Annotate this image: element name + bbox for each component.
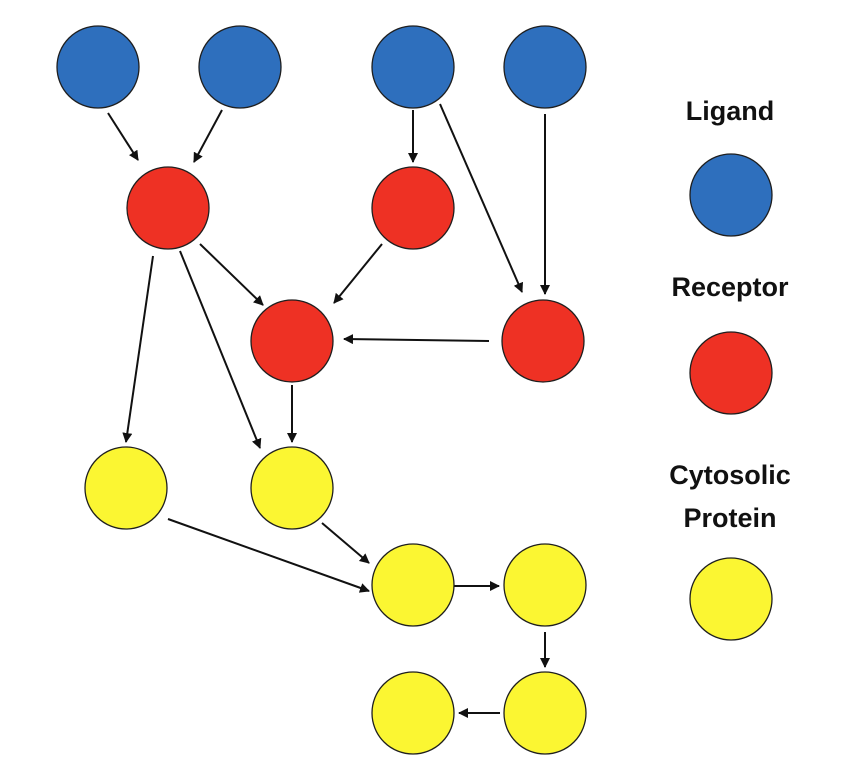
arrow-r1-to-r3: [199, 243, 264, 306]
arrow-r4-to-r3: [343, 334, 490, 345]
nodes-layer: [56, 25, 587, 755]
legend: Ligand Receptor Cytosolic Protein: [669, 96, 791, 641]
legend-ligand-label: Ligand: [686, 96, 775, 126]
legend-cytosolic-label-line2: Protein: [683, 503, 776, 533]
arrow-r2-to-r3: [333, 243, 383, 304]
cytosolic-node-c6: [371, 671, 455, 755]
ligand-node-l4: [503, 25, 587, 109]
legend-ligand-swatch: [689, 153, 773, 237]
arrow-l3-to-r4: [439, 103, 523, 293]
cytosolic-node-c1: [84, 446, 168, 530]
cytosolic-node-c2: [250, 446, 334, 530]
arrow-c2-to-c3: [321, 522, 370, 564]
arrow-r1-to-c1: [122, 255, 154, 443]
receptor-node-r3: [250, 299, 334, 383]
arrow-c1-to-c3: [167, 518, 370, 593]
arrow-r1-to-c2: [179, 250, 262, 449]
legend-cytosolic-swatch: [689, 557, 773, 641]
arrow-l2-to-r1: [193, 109, 223, 163]
receptor-node-r1: [126, 166, 210, 250]
ligand-node-l1: [56, 25, 140, 109]
legend-receptor-label: Receptor: [671, 272, 789, 302]
legend-receptor-swatch: [689, 331, 773, 415]
cytosolic-node-c5: [503, 671, 587, 755]
receptor-node-r2: [371, 166, 455, 250]
arrow-l1-to-r1: [107, 112, 139, 161]
legend-cytosolic-label-line1: Cytosolic: [669, 460, 791, 490]
cytosolic-node-c4: [503, 543, 587, 627]
edges-layer: [107, 103, 550, 718]
cytosolic-node-c3: [371, 543, 455, 627]
ligand-node-l3: [371, 25, 455, 109]
ligand-node-l2: [198, 25, 282, 109]
receptor-node-r4: [501, 299, 585, 383]
